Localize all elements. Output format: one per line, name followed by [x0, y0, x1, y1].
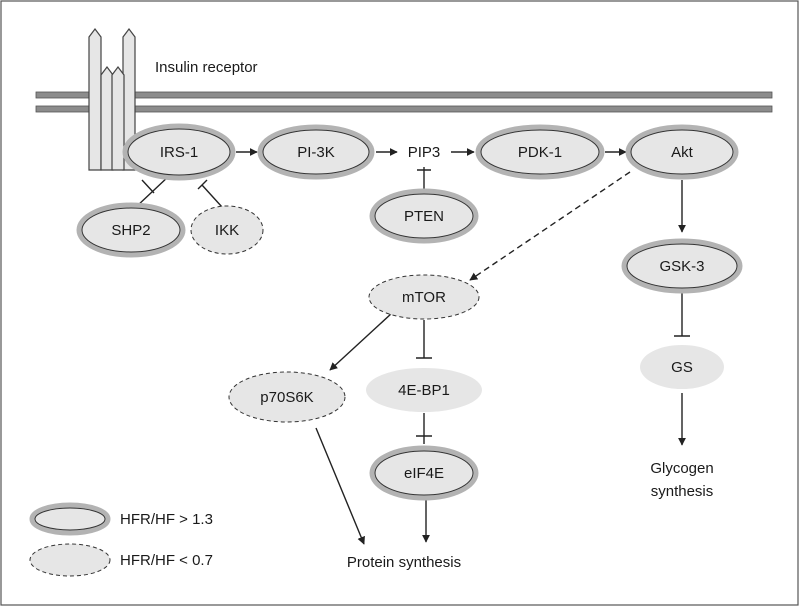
node-mtor: mTOR: [368, 274, 480, 320]
inhibit-4ebp1-eif4e: [416, 413, 432, 444]
node-pip3: PIP3: [408, 144, 441, 161]
node-pdk1-label: PDK-1: [518, 144, 562, 161]
node-eif4e-label: eIF4E: [404, 465, 444, 482]
inhibit-shp2-irs1: [135, 174, 171, 208]
outcome-protein-synthesis: Protein synthesis: [347, 554, 461, 571]
node-p70s6k: p70S6K: [228, 371, 346, 423]
node-ikk-label: IKK: [215, 222, 239, 239]
arrow-mtor-p70s6k: [329, 312, 393, 371]
arrow-p70s6k-protein: [315, 427, 365, 545]
node-pi3k-label: PI-3K: [297, 144, 335, 161]
legend-decreased-label: HFR/HF < 0.7: [120, 552, 213, 569]
node-pten: PTEN: [369, 188, 479, 244]
node-4ebp1-label: 4E-BP1: [398, 382, 450, 399]
node-irs1-label: IRS-1: [160, 144, 198, 161]
node-gsk3: GSK-3: [621, 238, 743, 294]
node-4ebp1: 4E-BP1: [366, 368, 482, 412]
node-pi3k: PI-3K: [257, 124, 375, 180]
node-pdk1: PDK-1: [475, 124, 605, 180]
legend: HFR/HF > 1.3 HFR/HF < 0.7: [29, 502, 213, 577]
node-gs: GS: [640, 345, 724, 389]
legend-decreased: HFR/HF < 0.7: [29, 543, 213, 577]
arrow-akt-mtor-dashed: [469, 171, 631, 281]
receptor-label: Insulin receptor: [155, 59, 258, 76]
outcome-glycogen-line2: synthesis: [651, 483, 714, 500]
node-mtor-label: mTOR: [402, 289, 446, 306]
node-shp2-label: SHP2: [111, 222, 150, 239]
outcome-glycogen-line1: Glycogen: [650, 460, 713, 477]
inhibit-ikk-irs1: [197, 179, 223, 208]
node-pip3-label: PIP3: [408, 144, 441, 161]
node-shp2: SHP2: [76, 202, 186, 258]
node-irs1: IRS-1: [122, 123, 236, 181]
insulin-receptor: [88, 28, 136, 171]
node-p70s6k-label: p70S6K: [260, 389, 313, 406]
node-gsk3-label: GSK-3: [659, 258, 704, 275]
node-pten-label: PTEN: [404, 208, 444, 225]
inhibit-gsk3-gs: [674, 290, 690, 337]
node-ikk: IKK: [190, 205, 264, 255]
cell-membrane: [35, 91, 773, 113]
legend-increased-label: HFR/HF > 1.3: [120, 511, 213, 528]
node-akt-label: Akt: [671, 144, 694, 161]
node-akt: Akt: [625, 124, 739, 180]
legend-increased: HFR/HF > 1.3: [29, 502, 213, 536]
node-gs-label: GS: [671, 359, 693, 376]
node-eif4e: eIF4E: [369, 445, 479, 501]
inhibit-mtor-4ebp1: [416, 320, 432, 359]
connectors: [135, 148, 690, 545]
